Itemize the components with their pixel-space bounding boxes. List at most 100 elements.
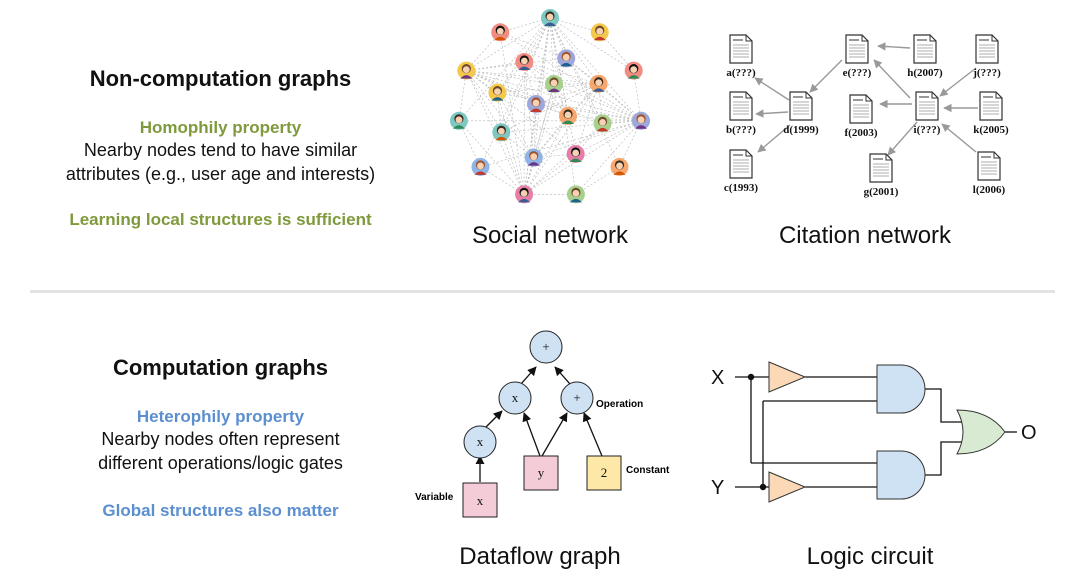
social-network-caption: Social network	[471, 222, 629, 249]
paper-d-label: d(1999)	[783, 124, 819, 136]
user-avatar-icon	[488, 83, 507, 102]
op-plus-top	[529, 330, 563, 364]
edge-i-e	[873, 59, 911, 99]
social-edge	[466, 70, 569, 117]
edge-plus-plus	[554, 366, 571, 385]
dataflow-graph-caption: Dataflow graph	[459, 543, 621, 570]
social-edge	[575, 83, 599, 155]
paper-b-icon	[729, 91, 753, 121]
social-edge	[598, 83, 642, 122]
paper-j-icon	[975, 34, 999, 64]
social-edge	[497, 83, 599, 93]
paper-g-icon	[869, 153, 893, 183]
user-avatar-icon	[566, 185, 585, 204]
variable-y-node	[523, 455, 559, 491]
user-avatar-icon	[515, 53, 534, 72]
user-avatar-icon	[491, 23, 510, 42]
user-avatar-icon	[624, 61, 643, 80]
paper-i-label: i(???)	[914, 124, 941, 136]
op-times-left	[498, 381, 532, 415]
output-o-label: O	[1021, 422, 1037, 444]
social-network-diagram	[449, 9, 651, 204]
social-edge	[466, 70, 555, 85]
social-edge	[458, 17, 551, 122]
social-edge	[535, 17, 551, 105]
social-edge	[523, 123, 603, 195]
edge-d-b	[755, 109, 789, 118]
social-edge	[497, 92, 535, 158]
social-edge	[523, 153, 576, 195]
paper-d-icon	[789, 91, 813, 121]
non-computation-heading: Non-computation graphs	[89, 66, 352, 91]
paper-l-icon	[977, 151, 1001, 181]
edge-d-c	[757, 124, 791, 153]
citation-network-diagram: a(???) b(???) c(1993) d(1999) e(???) f(2…	[724, 34, 1009, 198]
user-avatar-icon	[590, 23, 609, 42]
social-edge	[533, 120, 642, 158]
paper-e-label: e(???)	[843, 67, 872, 79]
paper-k-label: k(2005)	[973, 124, 1009, 136]
paper-l-label: l(2006)	[973, 184, 1006, 196]
global-structures-takeaway: Global structures also matter	[102, 501, 339, 520]
paper-j-label: j(???)	[972, 67, 1001, 79]
paper-c-icon	[729, 149, 753, 179]
user-avatar-icon	[557, 49, 576, 68]
paper-i-icon	[915, 91, 939, 121]
local-structures-takeaway: Learning local structures is sufficient	[69, 210, 372, 229]
and-gate-bottom	[876, 450, 926, 500]
computation-text: Computation graphs Heterophily property …	[28, 355, 413, 521]
paper-h-label: h(2007)	[907, 67, 943, 79]
social-edge	[535, 103, 642, 122]
paper-a-label: a(???)	[726, 67, 756, 79]
social-edge	[549, 17, 569, 117]
op-times-low	[463, 425, 497, 459]
social-edge	[524, 61, 535, 158]
social-edge	[549, 17, 576, 155]
social-edge	[501, 132, 525, 195]
user-avatar-icon	[632, 111, 651, 130]
heterophily-desc-2: different operations/logic gates	[98, 453, 343, 473]
user-avatar-icon	[527, 95, 545, 113]
paper-c-label: c(1993)	[724, 182, 759, 194]
edge-timeslow-times	[485, 410, 503, 428]
social-edge	[499, 32, 525, 195]
logic-circuit-diagram: X Y O	[711, 361, 1037, 503]
edge-j-i	[939, 67, 977, 97]
user-avatar-icon	[471, 157, 490, 176]
and-gate-top	[876, 364, 926, 414]
constant-label: 2	[601, 465, 608, 480]
social-edge	[533, 17, 551, 158]
user-avatar-icon	[515, 185, 534, 204]
input-x-label: X	[711, 367, 724, 389]
homophily-desc-2: attributes (e.g., user age and interests…	[65, 164, 376, 184]
social-edge	[497, 92, 525, 195]
paper-b-label: b(???)	[726, 124, 756, 136]
op-plus-right	[560, 381, 594, 415]
social-edge	[524, 61, 569, 117]
social-edge	[466, 58, 567, 71]
paper-f-icon	[849, 94, 873, 124]
user-avatar-icon	[492, 123, 511, 142]
homophily-property: Homophily property	[139, 118, 302, 137]
social-edge	[458, 120, 525, 195]
social-edge	[566, 58, 599, 84]
edge-e-d	[809, 59, 843, 93]
buffer-x	[768, 361, 807, 393]
edge-y-plus	[541, 412, 568, 457]
edge-d-a	[754, 77, 790, 101]
social-edge	[549, 17, 620, 168]
social-edge	[523, 83, 555, 195]
citation-network-caption: Citation network	[778, 222, 952, 249]
variable-annotation: Variable	[415, 492, 454, 503]
social-edge	[466, 17, 551, 71]
paper-g-label: g(2001)	[864, 186, 899, 198]
constant-annotation: Constant	[626, 465, 670, 476]
dataflow-graph-diagram: + x + x x y 2 Operation Constant Variabl…	[415, 330, 670, 518]
social-edge	[549, 17, 555, 85]
edge-const-plus	[582, 412, 603, 457]
logic-circuit-caption: Logic circuit	[806, 543, 934, 570]
social-edge	[575, 120, 642, 195]
social-edge	[501, 132, 534, 158]
edge-h-e	[877, 42, 911, 51]
paper-h-icon	[913, 34, 937, 64]
